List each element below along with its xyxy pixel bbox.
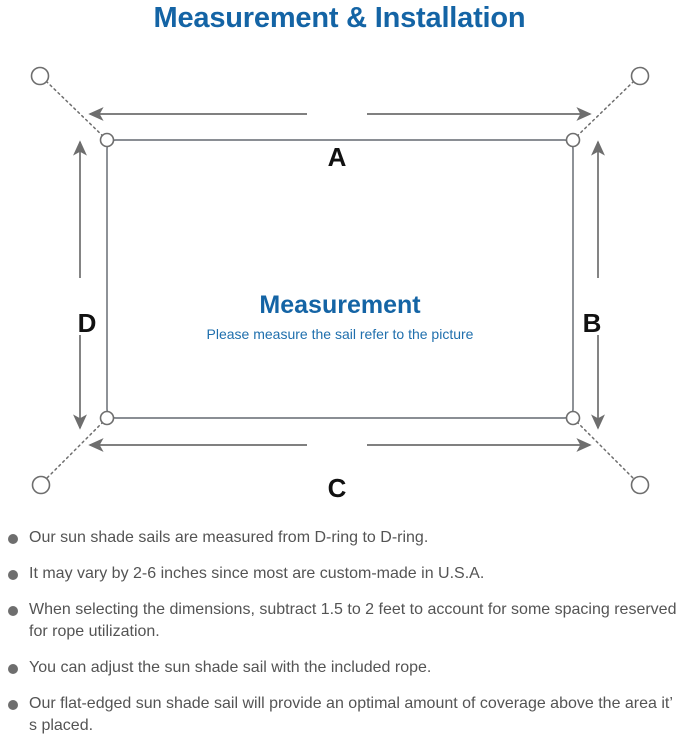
rope-line-top-left	[46, 81, 108, 141]
rope-line-bottom-left	[46, 417, 108, 479]
d-rings	[99, 132, 581, 426]
list-item: Our flat-edged sun shade sail will provi…	[8, 693, 679, 737]
sail-rectangle	[106, 139, 574, 419]
d-ring-bottom-left	[99, 410, 115, 426]
bullet-icon	[8, 570, 18, 580]
bullet-icon	[8, 700, 18, 710]
list-item: When selecting the dimensions, subtract …	[8, 599, 679, 643]
anchor-point-bottom-left	[31, 475, 51, 495]
measurement-diagram: Measurement Please measure the sail refe…	[0, 45, 679, 520]
bullet-icon	[8, 664, 18, 674]
list-item: You can adjust the sun shade sail with t…	[8, 657, 679, 679]
anchor-point-top-right	[630, 66, 650, 86]
list-item-text: It may vary by 2-6 inches since most are…	[29, 565, 485, 582]
list-item: Our sun shade sails are measured from D-…	[8, 527, 679, 549]
list-item: It may vary by 2-6 inches since most are…	[8, 563, 679, 585]
d-ring-top-left	[99, 132, 115, 148]
list-item-text: Our sun shade sails are measured from D-…	[29, 529, 429, 546]
notes-list: Our sun shade sails are measured from D-…	[8, 527, 679, 751]
rope-line-bottom-right	[572, 417, 634, 479]
rope-line-top-right	[572, 81, 634, 141]
page-title: Measurement & Installation	[153, 2, 526, 34]
list-item-text: When selecting the dimensions, subtract …	[29, 601, 677, 640]
anchor-points	[30, 66, 650, 495]
d-ring-bottom-right	[565, 410, 581, 426]
anchor-point-top-left	[30, 66, 50, 86]
dimension-label-a: A	[327, 142, 347, 172]
anchor-point-bottom-right	[630, 475, 650, 495]
list-item-text: You can adjust the sun shade sail with t…	[29, 659, 432, 676]
dimension-label-d: D	[77, 308, 97, 338]
dimension-label-c: C	[327, 473, 347, 503]
diagram-svg	[30, 66, 650, 495]
d-ring-top-right	[565, 132, 581, 148]
dimension-label-b: B	[582, 308, 602, 338]
list-item-text: Our flat-edged sun shade sail will provi…	[29, 695, 673, 734]
bullet-icon	[8, 534, 18, 544]
bullet-icon	[8, 606, 18, 616]
